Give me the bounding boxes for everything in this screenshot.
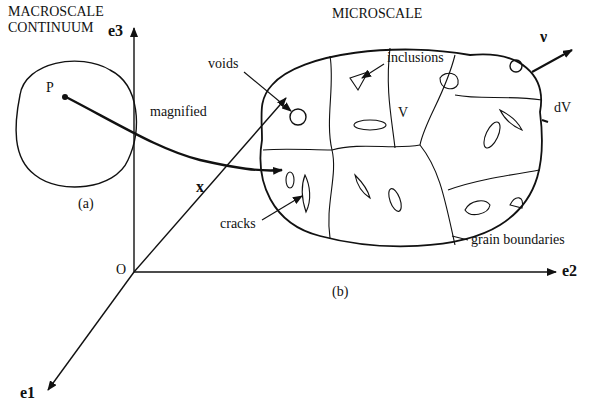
axis-e3 bbox=[133, 28, 134, 272]
void bbox=[510, 60, 522, 72]
point-p bbox=[62, 94, 68, 100]
grain-boundary-lines bbox=[263, 48, 542, 245]
callout-label: inclusions bbox=[387, 50, 444, 66]
callout-label: grain boundaries bbox=[471, 232, 565, 248]
volume-label: V bbox=[398, 105, 408, 121]
origin-label: O bbox=[116, 262, 126, 278]
normal-vector bbox=[532, 50, 572, 72]
arrow-label: magnified bbox=[150, 104, 207, 120]
axis-e2 bbox=[134, 271, 556, 272]
callout-label: cracks bbox=[220, 216, 256, 232]
magnify-arrow bbox=[66, 97, 282, 171]
point-label: P bbox=[46, 80, 54, 96]
leader-lines bbox=[244, 64, 468, 240]
axis-label: e3 bbox=[108, 22, 123, 40]
inclusions bbox=[286, 72, 523, 215]
void bbox=[290, 109, 306, 125]
micro-body bbox=[260, 49, 541, 246]
subfigure-label: (b) bbox=[332, 284, 348, 300]
subfigure-label: (a) bbox=[78, 196, 94, 212]
axis-e1 bbox=[48, 272, 134, 390]
axis-label: e1 bbox=[20, 384, 35, 402]
axis-label: e2 bbox=[562, 262, 577, 280]
vector-label: x bbox=[196, 178, 204, 196]
vector-x bbox=[134, 98, 286, 272]
callout-label: voids bbox=[208, 56, 238, 72]
vector-label: ν bbox=[540, 28, 547, 46]
section-heading: MICROSCALE bbox=[332, 6, 422, 22]
surface-element bbox=[542, 120, 548, 122]
element-label: dV bbox=[554, 100, 571, 116]
cracks bbox=[302, 110, 522, 212]
